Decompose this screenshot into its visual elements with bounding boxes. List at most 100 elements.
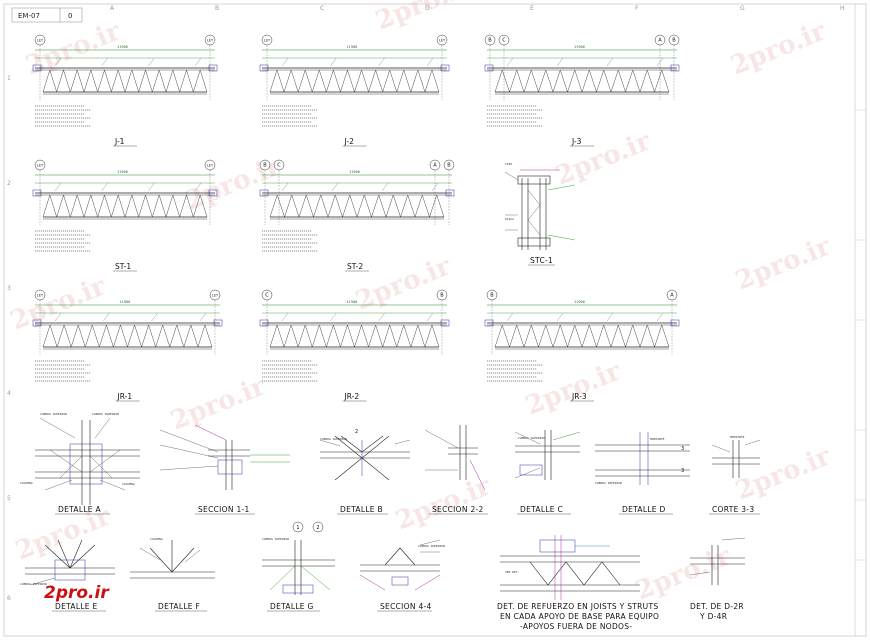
seccion-1-1-drawing [159,424,290,490]
leader-line [381,182,389,192]
detalle-b-title: DETALLE B [340,505,383,514]
leader-line [281,57,289,67]
web-members [494,69,670,93]
grid-row-3: 3 [7,285,11,292]
logo-text: 2pro.ir [44,583,110,603]
axis-label: LET [207,164,214,168]
axis-label: B [672,38,676,44]
bearing-seat [440,64,450,72]
span-dimension: 11900 [120,300,131,304]
leader-line [426,57,434,67]
axis-label: A [433,163,437,169]
grid-col-e: E [530,5,534,12]
grid-col-d: D [425,5,430,12]
callout-montante: MONTANTE [730,435,745,439]
leader-line [281,182,289,192]
callout-cuerda-superior: CUERDA SUPERIOR [518,436,545,440]
reinforcement-title-line3: -APOYOS FUERA DE NODOS- [520,622,632,631]
section-marker-3: 3 [681,468,684,474]
section-marker-3: 3 [681,446,684,452]
callout-cuerda-inferior: CUERDA INFERIOR [595,481,622,485]
callout-ver-det: VER DET. [505,570,520,574]
watermark: 2pro.ir [391,471,495,536]
axis-label: B [263,163,267,169]
detalle-a-title: DETALLE A [58,505,102,514]
leader-line [54,57,62,67]
leader-line [101,57,108,67]
leader-line [330,57,337,67]
bearing-seat [484,319,494,327]
detalle-g-drawing: 1 2 [262,521,335,595]
span-dimension: 11900 [347,300,358,304]
bearing-seat [259,189,269,197]
axis-label: LET [37,39,44,43]
watermark: 2pro.ir [631,541,735,606]
sheet-revision: 0 [68,12,72,20]
web-members [269,194,445,218]
leader-line [330,312,337,322]
axis-label: LET [212,294,219,298]
callout-columna: COLUMNA [122,482,135,486]
leader-line [101,182,108,192]
watermark: 2pro.ir [166,371,270,436]
seccion-4-4-title: SECCION 4-4 [380,602,432,611]
axis-bubble-2: 2 [316,525,319,531]
reinforcement-title-line2: EN CADA APOYO DE BASE PARA EQUIPO [500,612,659,621]
detalle-e-drawing [25,539,115,586]
axis-label: C [502,38,506,44]
bearing-seat [208,64,218,72]
axis-label: LET [37,294,44,298]
section-marker-2: 2 [355,429,358,435]
detail-titles-row1: DETALLE A SECCION 1-1 DETALLE B SECCION … [55,505,760,515]
reinforcement-detail-drawing [500,535,640,600]
axis-label: B [447,163,451,169]
grid-row-6: 6 [7,595,11,602]
span-dimension: 11900 [574,45,585,49]
leader-line [199,312,207,322]
sheet-number-box: EM-07 0 [11,7,83,23]
stc-1-title-block: STC-1 [528,256,555,266]
axis-label: C [265,293,269,299]
span-dimension: 11900 [349,170,360,174]
callout-cuerda-superior: CUERDA SUPERIOR [40,412,67,416]
callout-labels: CUERDA SUPERIOR CUERDA SUPERIOR COLUMNA … [20,162,745,586]
seccion-4-4-drawing [359,539,441,591]
grid-row-1: 1 [7,75,11,82]
watermark: 2pro.ir [21,16,125,81]
detail-titles-row2: DETALLE E DETALLE F DETALLE G SECCION 4-… [52,602,744,631]
corte-3-3-title: CORTE 3-3 [712,505,754,514]
detalle-c-title: DETALLE C [520,505,563,514]
callout-columna: COLUMNA [150,537,163,541]
leader-line [556,57,564,67]
leader-line [194,57,202,67]
corte-3-3-drawing [711,439,761,478]
stc-1-title: STC-1 [530,256,553,265]
grid-row-4: 4 [7,390,11,397]
leader-line [378,57,385,67]
bearing-seat [208,189,218,197]
callout-cuerda-superior: CUERDA SUPERIOR [92,412,119,416]
bearing-seat [440,319,450,327]
joist-title: J-3 [571,137,582,146]
axis-label: B [440,293,444,299]
watermark: 2pro.ir [371,0,475,36]
leader-line [606,312,614,322]
web-members [269,324,440,348]
reinforcement-title-line1: DET. DE REFUERZO EN JOISTS Y STRUTS [497,602,658,611]
callout-montante: MONTANTE [650,437,665,441]
axis-label: LET [207,39,214,43]
bearing-seat [32,189,42,197]
bearing-seat [484,64,494,72]
leader-line [378,312,385,322]
sheet-number: EM-07 [18,12,40,20]
grid-col-c: C [320,5,324,12]
leader-line [331,182,339,192]
leader-line [506,312,514,322]
joist-title: ST-2 [347,262,363,271]
